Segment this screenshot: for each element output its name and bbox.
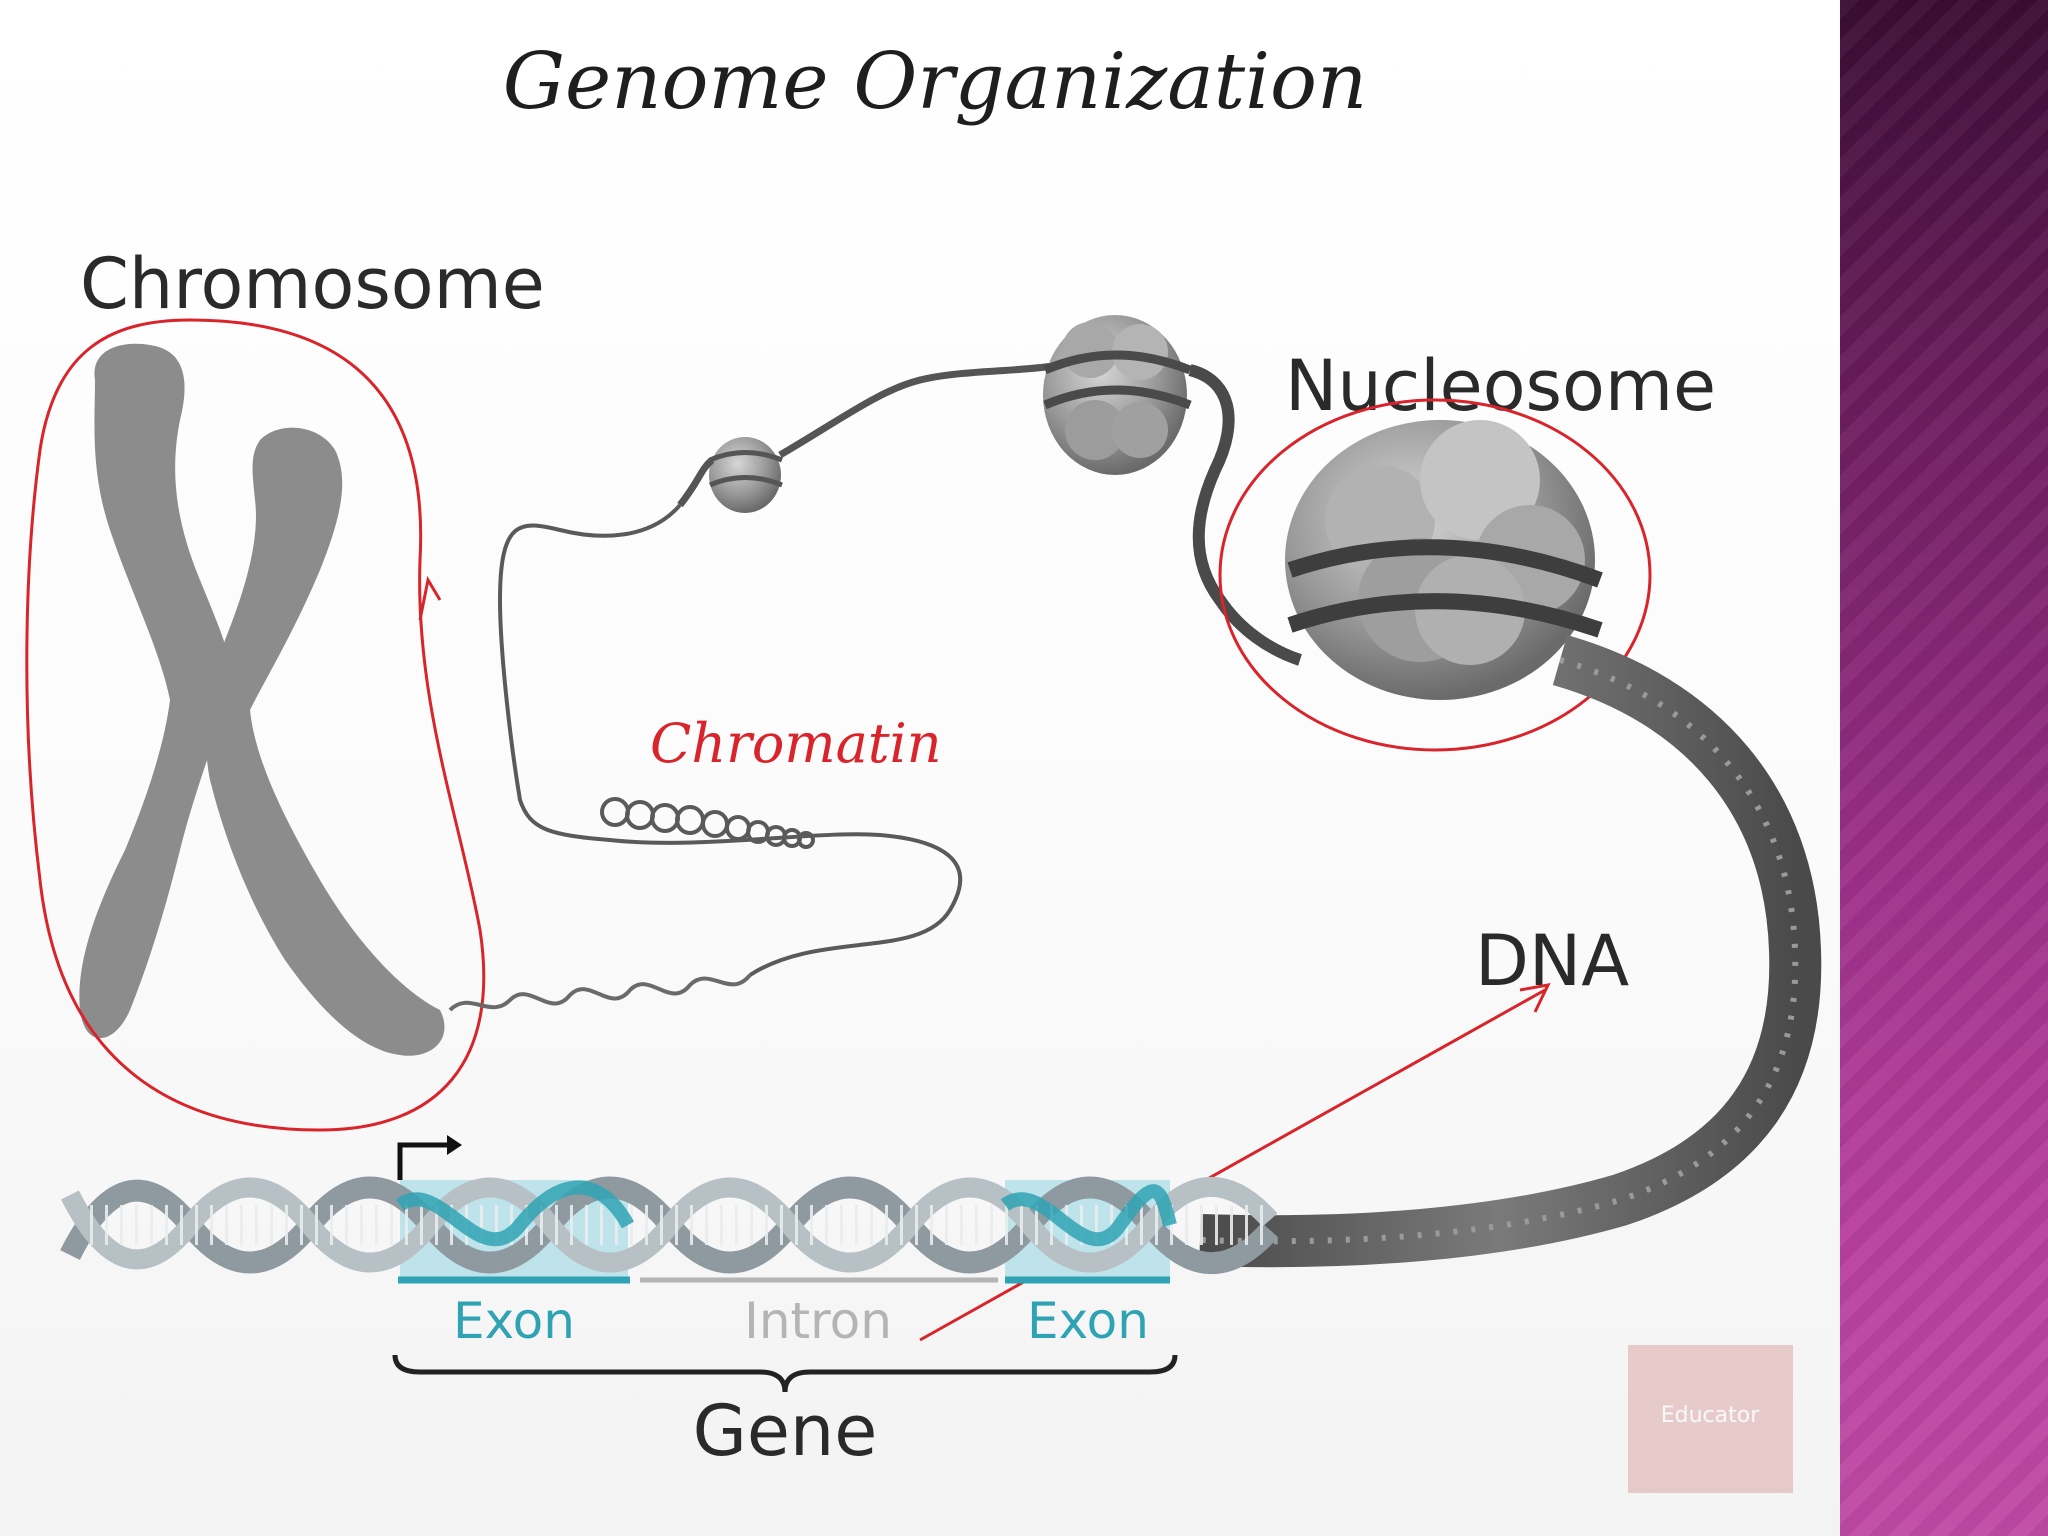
dna-annotation-arrow — [919, 988, 1546, 1342]
fiber-segment — [677, 361, 1061, 508]
slide: Genome Organization Chromosome — [0, 0, 1840, 1536]
genome-organization-diagram: Genome Organization Chromosome — [25, 37, 1822, 1493]
small-nucleosome — [709, 437, 783, 513]
exon-2-strand — [1000, 1184, 1177, 1247]
dna-annotation-arrowhead — [1519, 983, 1551, 1013]
chromatin-loop — [497, 503, 963, 977]
chromatin-coil — [600, 797, 815, 849]
nucleosome-annotation-circle — [1218, 398, 1652, 752]
chromosome-shape — [79, 343, 445, 1056]
dna-double-helix — [60, 1176, 1279, 1280]
exon-1-label: Exon — [453, 1292, 575, 1350]
fiber-to-nucleosome — [1188, 364, 1302, 666]
chromosome-annotation-tick — [418, 575, 442, 621]
mid-nucleosome — [1043, 315, 1192, 475]
gene-label: Gene — [693, 1390, 878, 1472]
helix-strand-b — [61, 1176, 1278, 1273]
exon-2-label: Exon — [1027, 1292, 1149, 1350]
side-panel — [1840, 0, 2048, 1536]
big-nucleosome — [1285, 420, 1603, 700]
intron-label: Intron — [744, 1292, 892, 1350]
transcription-start-arrow — [397, 1142, 455, 1180]
watermark-box — [1628, 1345, 1793, 1493]
gene-brace — [392, 1354, 1178, 1393]
chromatin-label: Chromatin — [650, 712, 942, 775]
dna-label: DNA — [1475, 920, 1629, 1002]
dna-tail — [1199, 635, 1822, 1268]
chromosome-label: Chromosome — [80, 243, 545, 325]
exon-1-strand — [395, 1180, 635, 1247]
chromosome-annotation-circle — [25, 318, 486, 1132]
thin-fiber-wave — [448, 973, 752, 1012]
slide-title: Genome Organization — [503, 37, 1368, 127]
educator-watermark: Educator — [1628, 1345, 1793, 1493]
transcription-start-arrowhead — [447, 1135, 462, 1155]
watermark-text: Educator — [1661, 1403, 1760, 1428]
